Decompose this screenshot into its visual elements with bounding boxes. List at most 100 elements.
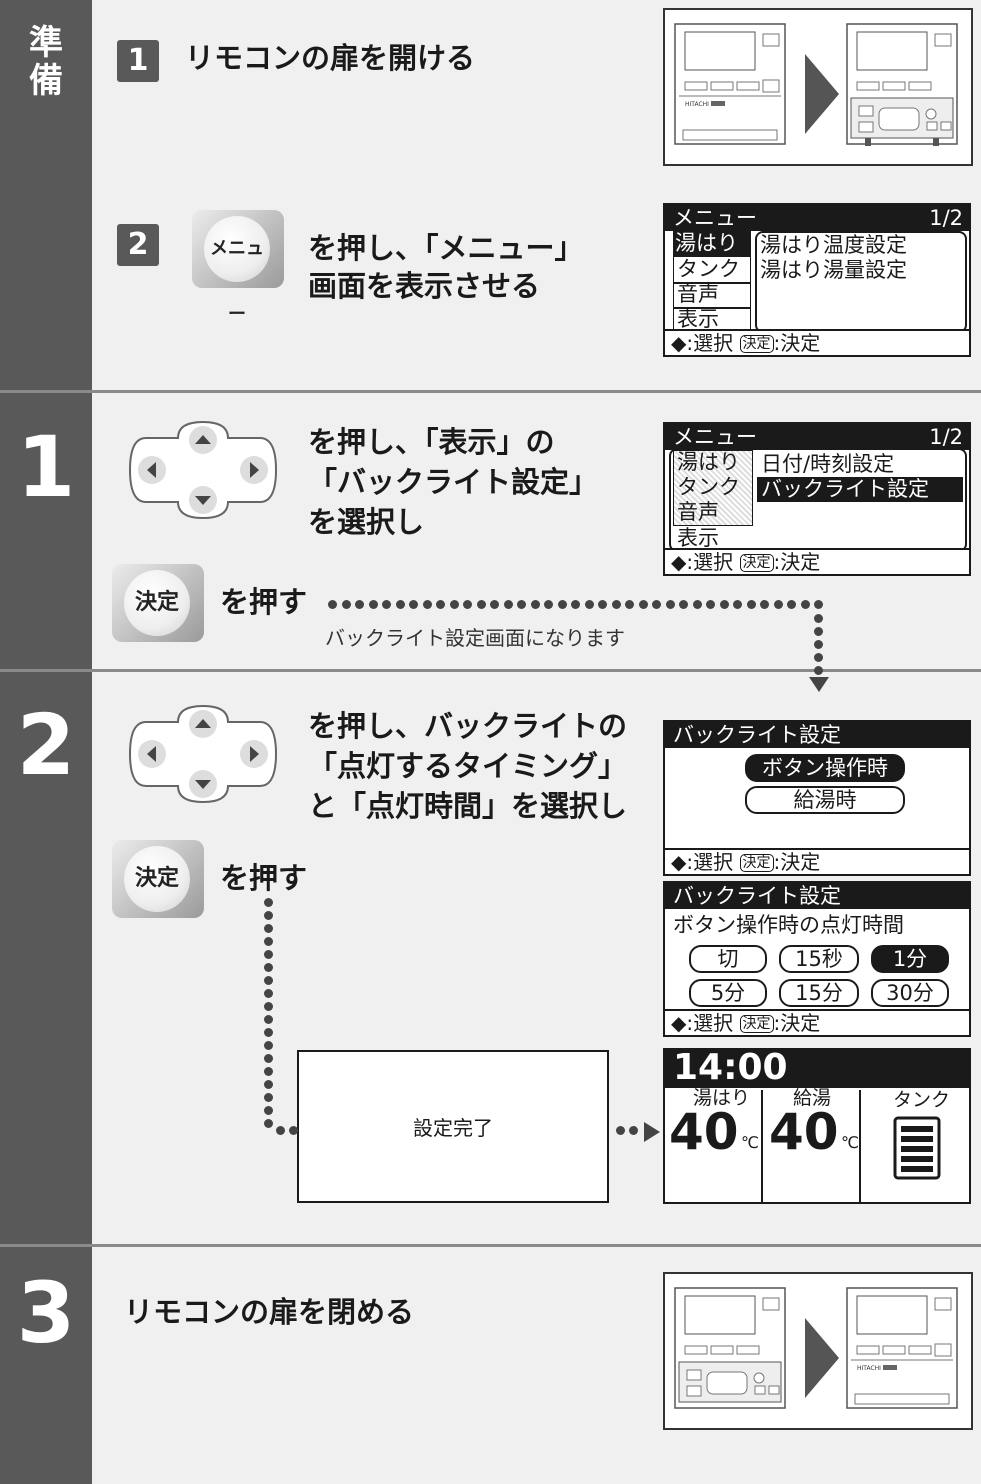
flow-dot (328, 600, 337, 609)
flow-dot (760, 600, 769, 609)
flow-dot (382, 600, 391, 609)
temp-yuhari: 40 (669, 1103, 739, 1161)
menu-button-label: メニュー (204, 216, 270, 325)
flow-dot (557, 600, 567, 609)
open-door-instruction: リモコンの扉を開ける (185, 41, 476, 75)
flow-dot (814, 653, 823, 662)
cat-display-selected[interactable]: 表示 (677, 526, 719, 550)
step1-line3: を選択し (308, 505, 425, 539)
option-button-operation[interactable]: ボタン操作時 (745, 754, 905, 782)
flow-dot (264, 989, 273, 998)
cat-tank[interactable]: タンク (677, 475, 740, 499)
screen-footer: ◆:選択 決定:決定 (665, 548, 969, 574)
flow-dot (264, 937, 273, 946)
flow-dot (264, 1015, 273, 1024)
item-backlight-selected[interactable]: バックライト設定 (761, 477, 929, 501)
decide-button[interactable]: 決定 (112, 840, 204, 918)
sidebar (0, 0, 92, 1484)
item-yuhari-temp[interactable]: 湯はり温度設定 (760, 233, 907, 257)
menu-instruction-line2: 画面を表示させる (308, 269, 541, 303)
flow-dot (264, 1002, 273, 1011)
step1-label: 1 (16, 418, 76, 516)
flow-dot (264, 1028, 273, 1037)
flow-dot (289, 1126, 298, 1135)
screen-footer: ◆:選択 決定:決定 (665, 329, 969, 355)
flow-dot (264, 1067, 273, 1076)
item-date-time[interactable]: 日付/時刻設定 (761, 452, 895, 476)
flow-dot (264, 976, 273, 985)
flow-dot (814, 627, 823, 636)
time-15m[interactable]: 15分 (779, 979, 859, 1007)
decide-button[interactable]: 決定 (112, 564, 204, 642)
backlight-screen-1: バックライト設定 ボタン操作時 給湯時 ◆:選択 決定:決定 (663, 720, 971, 876)
flow-dot (517, 600, 526, 609)
divider (0, 1244, 981, 1247)
flow-dot (814, 640, 823, 649)
remote-door-close-figure: HITACHI (663, 1272, 973, 1430)
backlight-screen-2: バックライト設定 ボタン操作時の点灯時間 切 15秒 1分 5分 15分 30分… (663, 881, 971, 1037)
flow-dot (584, 600, 594, 609)
flow-dot (706, 600, 715, 609)
time-5m[interactable]: 5分 (689, 979, 767, 1007)
cross-key-pad[interactable] (128, 704, 278, 804)
substep-1-number: 1 (117, 40, 159, 82)
cat-sound[interactable]: 音声 (677, 282, 719, 306)
press-label: を押す (220, 585, 308, 619)
flow-dot (264, 1106, 273, 1115)
time-1m[interactable]: 1分 (871, 945, 949, 973)
cat-tank[interactable]: タンク (677, 257, 740, 281)
flow-dot (264, 1093, 273, 1102)
flow-dot (746, 600, 756, 609)
flow-dot (395, 600, 405, 609)
flow-dot (773, 600, 783, 609)
backlight-header: バックライト設定 (665, 722, 969, 748)
flow-dot (368, 600, 378, 609)
flow-dot (422, 600, 432, 609)
clock: 14:00 (673, 1048, 788, 1088)
flow-dot (719, 600, 729, 609)
divider (0, 390, 981, 393)
flow-dot (652, 600, 661, 609)
flow-dot (814, 600, 823, 609)
menu-instruction-line1: を押し、「メニュー」 (308, 231, 584, 265)
flow-dot (264, 1041, 273, 1050)
unit-celsius: ℃ (741, 1133, 759, 1152)
screen-footer: ◆:選択 決定:決定 (665, 1009, 969, 1035)
flow-dot (814, 666, 823, 675)
cross-key-pad[interactable] (128, 420, 278, 520)
cat-sound[interactable]: 音声 (677, 500, 719, 524)
flow-dot (449, 600, 459, 609)
time-off[interactable]: 切 (689, 945, 767, 973)
option-hot-water[interactable]: 給湯時 (745, 786, 905, 814)
flow-dot (490, 600, 499, 609)
flow-dot (611, 600, 621, 609)
flow-dot (638, 600, 648, 609)
flow-dot (476, 600, 486, 609)
press-label: を押す (220, 861, 308, 895)
flow-dot (733, 600, 742, 609)
flow-dot (503, 600, 513, 609)
flow-dot (264, 911, 273, 920)
flow-dot (264, 1054, 273, 1063)
cat-yuhari[interactable]: 湯はり (675, 231, 738, 255)
tank-level-icon (893, 1116, 941, 1180)
time-30m[interactable]: 30分 (871, 979, 949, 1007)
setting-complete-box: 設定完了 (297, 1050, 609, 1203)
flow-dot (800, 600, 810, 609)
cat-yuhari[interactable]: 湯はり (677, 450, 740, 474)
flow-dot (264, 898, 273, 907)
flow-dot (264, 950, 273, 959)
cat-display[interactable]: 表示 (677, 307, 719, 331)
flow-arrow-right (644, 1122, 660, 1142)
menu-button[interactable]: メニュー (192, 210, 284, 325)
flow-dot (814, 614, 823, 623)
flow-dot (463, 600, 472, 609)
time-15s[interactable]: 15秒 (779, 945, 859, 973)
item-yuhari-volume[interactable]: 湯はり湯量設定 (760, 258, 907, 282)
decide-button-label: 決定 (124, 570, 190, 636)
flow-dot (264, 1080, 273, 1089)
flow-dot (355, 600, 364, 609)
